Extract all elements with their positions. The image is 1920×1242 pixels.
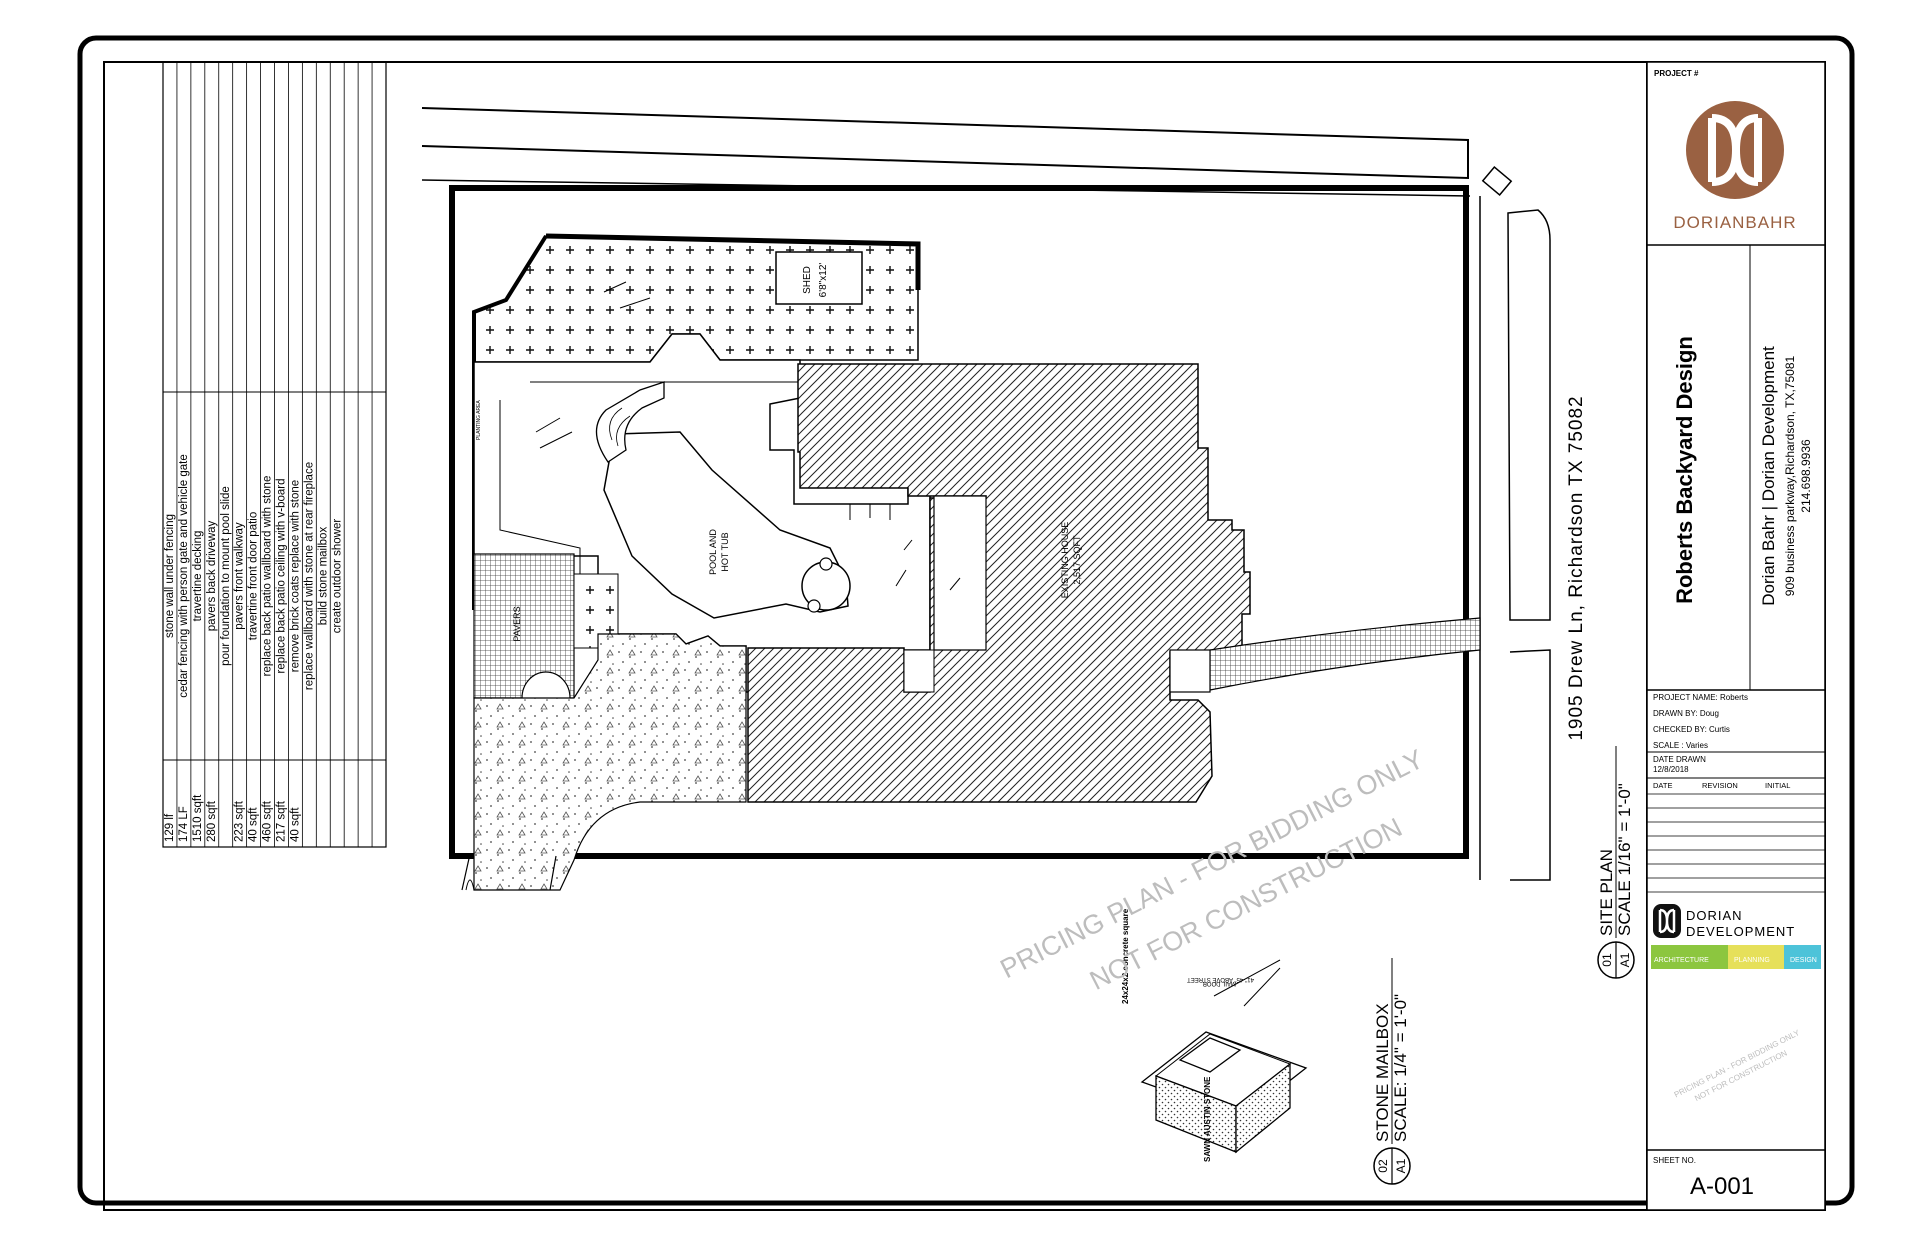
scope-description: pavers back driveway	[206, 520, 218, 631]
title-block: PROJECT # DORIANBAHR Roberts Backyard De…	[1646, 61, 1826, 1211]
svg-text:SCALE 1/16" = 1'-0": SCALE 1/16" = 1'-0"	[1615, 783, 1634, 936]
mailbox-view-title: 02 A1 STONE MAILBOX SCALE: 1/4" = 1'-0"	[1373, 958, 1411, 1185]
svg-text:SCALE : Varies: SCALE : Varies	[1653, 741, 1708, 750]
svg-text:PAVERS: PAVERS	[512, 606, 522, 641]
existing-house: EXISTING HOUSE 2,517 SQFT	[747, 363, 1251, 803]
scope-qty: 174 LF	[178, 806, 190, 842]
svg-text:POOL AND: POOL AND	[708, 529, 718, 575]
scope-qty: 40 sqft	[248, 807, 260, 842]
sheet-number: A-001	[1690, 1173, 1754, 1200]
svg-text:41"-45" ABOVE STREET: 41"-45" ABOVE STREET	[1187, 976, 1254, 982]
svg-text:214.698.9936: 214.698.9936	[1799, 439, 1813, 513]
shed: SHED 6'8"x12'	[775, 251, 863, 305]
svg-text:SITE PLAN: SITE PLAN	[1597, 849, 1616, 936]
svg-text:SHEET NO.: SHEET NO.	[1653, 1156, 1696, 1165]
svg-text:CHECKED BY: Curtis: CHECKED BY: Curtis	[1653, 725, 1730, 734]
svg-text:DESIGN: DESIGN	[1790, 957, 1817, 964]
scope-description: cedar fencing with person gate and vehic…	[178, 454, 190, 698]
scope-description: travertine front door patio	[248, 512, 260, 641]
svg-text:MAIL DOOR: MAIL DOOR	[1202, 980, 1236, 986]
dorian-development-logo: DORIAN DEVELOPMENT ARCHITECTURE PLANNING…	[1651, 900, 1821, 976]
scope-qty: 129 lf	[164, 813, 176, 842]
scope-description: replace back patio wallboard with stone	[262, 476, 274, 677]
scope-qty: 1510 sqft	[192, 794, 204, 842]
svg-text:2,517 SQFT: 2,517 SQFT	[1072, 535, 1082, 585]
svg-text:REVISION: REVISION	[1702, 781, 1738, 790]
scope-description: replace back patio ceiling with v-board	[276, 479, 288, 674]
scope-description: create outdoor shower	[331, 519, 343, 634]
svg-text:02: 02	[1376, 1159, 1390, 1173]
pool: POOL AND HOT TUB	[603, 431, 851, 619]
dorianbahr-logo: DORIANBAHR	[1673, 101, 1796, 232]
scope-table: 129 lf stone wall under fencing 174 LF ceda…	[162, 61, 387, 848]
svg-text:12/8/2018: 12/8/2018	[1653, 765, 1689, 774]
scope-description: remove brick coats replace with stone	[289, 480, 301, 672]
svg-text:24x24x2 concrete square: 24x24x2 concrete square	[1121, 908, 1130, 1004]
svg-text:PROJECT #: PROJECT #	[1654, 69, 1699, 78]
project-title: Roberts Backyard Design	[1672, 336, 1697, 604]
scope-description: pour foundation to mount pool slide	[220, 486, 232, 666]
svg-text:DORIAN: DORIAN	[1686, 908, 1743, 923]
svg-text:PROJECT NAME: Roberts: PROJECT NAME: Roberts	[1653, 693, 1748, 702]
svg-text:DORIANBAHR: DORIANBAHR	[1673, 213, 1796, 232]
svg-text:909 business parkway,Richardso: 909 business parkway,Richardson, TX,7508…	[1783, 355, 1797, 596]
svg-text:HOT TUB: HOT TUB	[720, 532, 730, 571]
svg-text:SAWN AUSTIN STONE: SAWN AUSTIN STONE	[1203, 1076, 1212, 1162]
svg-text:SCALE: 1/4" = 1'-0": SCALE: 1/4" = 1'-0"	[1391, 994, 1410, 1142]
svg-text:DEVELOPMENT: DEVELOPMENT	[1686, 924, 1795, 939]
svg-text:6'8"x12': 6'8"x12'	[818, 263, 829, 298]
property-line	[449, 185, 1469, 859]
svg-text:A1: A1	[1618, 952, 1632, 967]
svg-text:EXISTING HOUSE: EXISTING HOUSE	[1060, 522, 1070, 599]
svg-text:DATE: DATE	[1653, 781, 1672, 790]
scope-qty: 40 sqft	[289, 807, 301, 842]
svg-text:PLANNING: PLANNING	[1734, 957, 1770, 964]
svg-text:DATE DRAWN: DATE DRAWN	[1653, 755, 1706, 764]
scope-description: stone wall under fencing	[164, 514, 176, 638]
scope-qty: 217 sqft	[276, 800, 288, 842]
scope-qty: 280 sqft	[206, 800, 218, 842]
site-address: 1905 Drew Ln, Richardson TX 75082	[1566, 395, 1587, 740]
svg-text:A1: A1	[1394, 1158, 1408, 1173]
scope-description: pavers front walkway	[234, 522, 246, 630]
svg-text:ARCHITECTURE: ARCHITECTURE	[1654, 957, 1709, 964]
svg-text:INITIAL: INITIAL	[1765, 781, 1790, 790]
scope-description: travertine decking	[192, 531, 204, 622]
scope-qty: 223 sqft	[234, 800, 246, 842]
svg-text:STONE MAILBOX: STONE MAILBOX	[1373, 1003, 1392, 1142]
svg-text:SHED: SHED	[802, 266, 813, 294]
site-plan: SHED 6'8"x12' POOL AND HOT TUB EXISTING …	[421, 107, 1635, 979]
site-plan-view-title: 01 A1 SITE PLAN SCALE 1/16" = 1'-0"	[1597, 746, 1635, 979]
scope-description: replace wallboard with stone at rear fir…	[303, 462, 315, 690]
svg-text:DRAWN BY: Doug: DRAWN BY: Doug	[1653, 709, 1719, 718]
svg-text:01: 01	[1600, 953, 1614, 967]
svg-text:Dorian Bahr | Dorian Developme: Dorian Bahr | Dorian Development	[1759, 346, 1778, 606]
scope-qty: 460 sqft	[262, 800, 274, 842]
stone-mailbox: 24x24x2 concrete square SAWN AUSTIN STON…	[1121, 908, 1411, 1185]
scope-description: build stone mailbox	[317, 527, 329, 626]
svg-text:PLANTING AREA: PLANTING AREA	[476, 400, 482, 440]
